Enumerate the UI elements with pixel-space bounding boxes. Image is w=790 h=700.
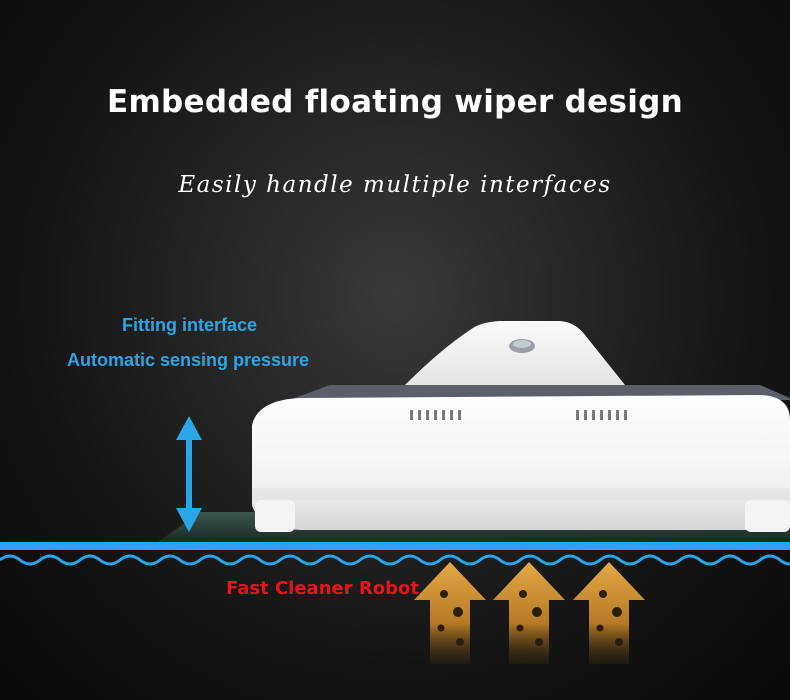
headline: Embedded floating wiper design xyxy=(106,84,684,120)
robot-label: Fast Cleaner Robot xyxy=(226,578,419,599)
feature-sensing-pressure: Automatic sensing pressure xyxy=(67,350,310,370)
dust-arrow-icon xyxy=(493,562,565,664)
feature-fitting-interface: Fitting interface xyxy=(122,315,258,335)
dust-arrows xyxy=(414,562,645,664)
dust-arrow-icon xyxy=(573,562,645,664)
water-wave xyxy=(0,542,790,566)
double-headed-arrow-icon xyxy=(176,416,202,532)
robot-cleaner xyxy=(252,321,790,532)
dust-arrow-icon xyxy=(414,562,486,664)
subheadline: Easily handle multiple interfaces xyxy=(178,172,612,198)
